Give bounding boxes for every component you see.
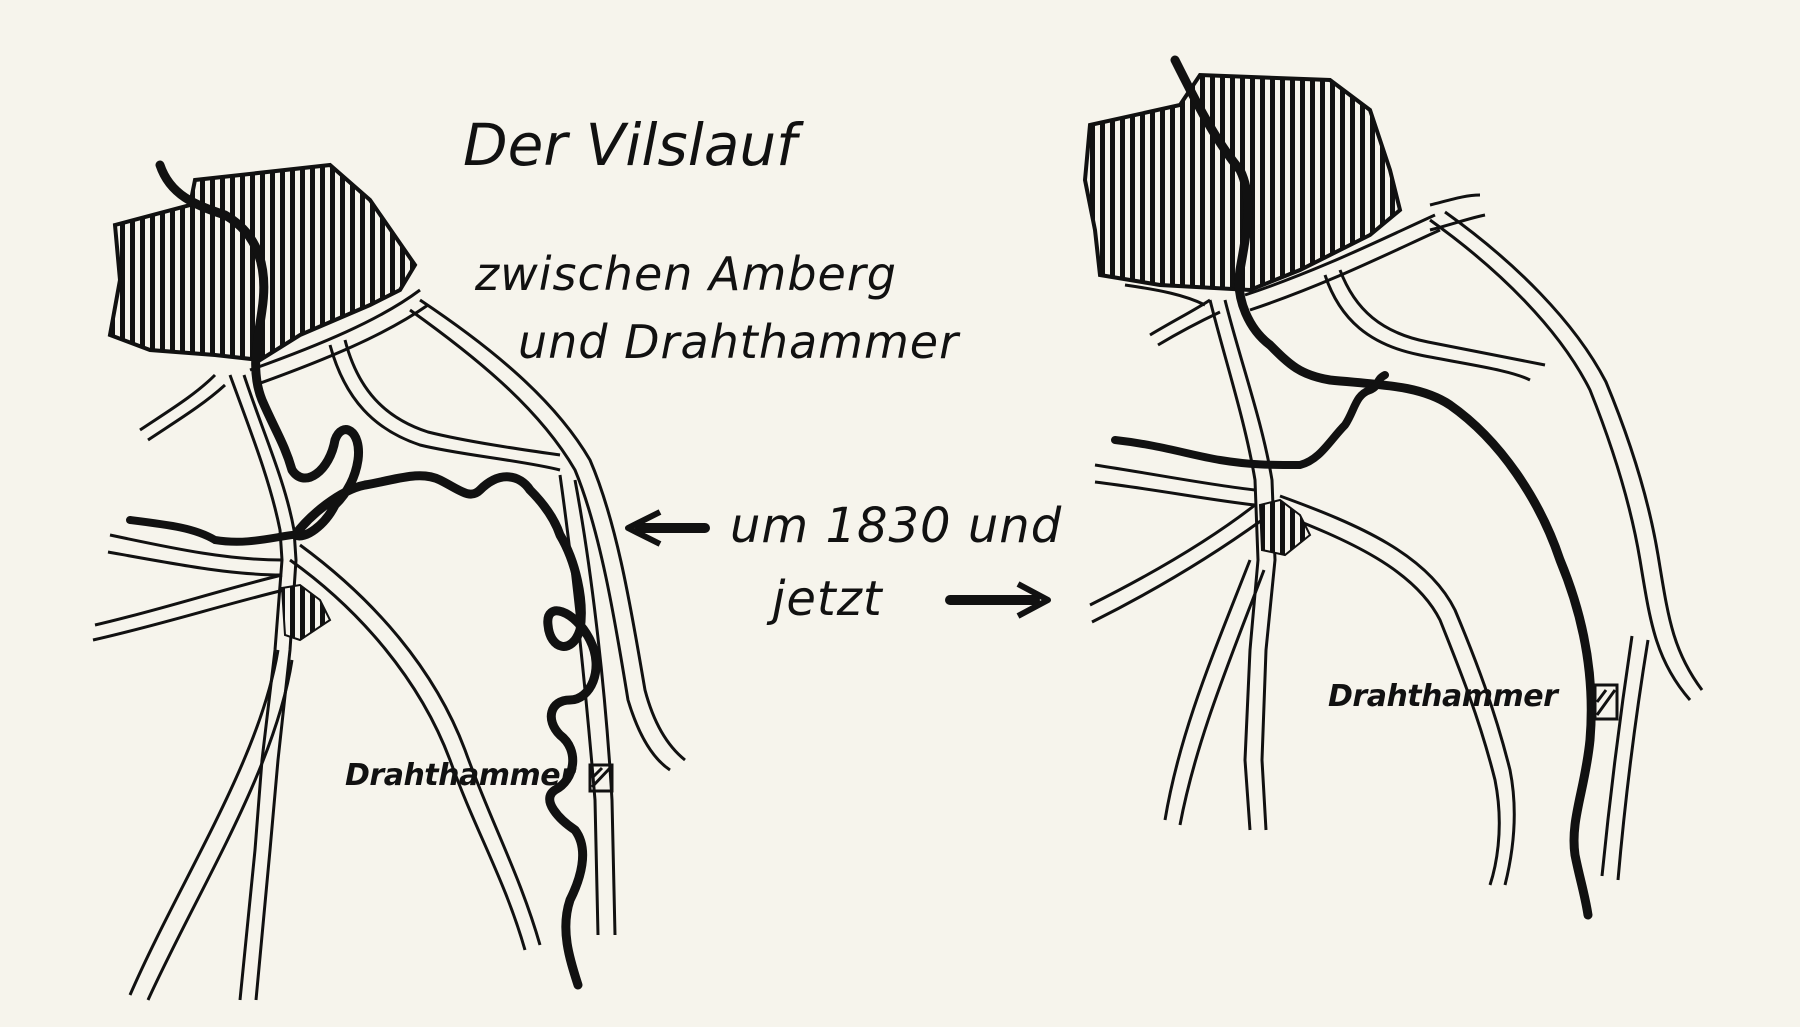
subtitle-line-1: zwischen Amberg: [474, 247, 897, 301]
tributary-west-today: [1111, 371, 1389, 470]
tributary-west-1830: [126, 516, 296, 546]
map-title: Der Vilslauf: [463, 111, 804, 179]
place-label-1830: Drahthammer: [345, 758, 577, 793]
caption-line-2: jetzt: [766, 571, 884, 627]
settlement-marker-icon: [1593, 683, 1619, 721]
caption-line-1: um 1830 und: [730, 498, 1062, 554]
place-label-today: Drahthammer: [1328, 679, 1560, 714]
subtitle-line-2: und Drahthammer: [518, 315, 961, 369]
map-today: Drahthammer: [1082, 55, 1704, 920]
roads-today: [1089, 193, 1704, 886]
vils-river-1830: [155, 160, 601, 990]
settlement-marker-icon: [588, 763, 614, 793]
hatched-field-today: [1258, 498, 1312, 557]
vils-river-today: [1170, 55, 1596, 920]
hatched-field-1830: [280, 583, 332, 642]
map-1830: Drahthammer: [92, 160, 686, 1001]
arrow-left-icon: [625, 509, 710, 547]
arrow-right-icon: [945, 581, 1051, 619]
